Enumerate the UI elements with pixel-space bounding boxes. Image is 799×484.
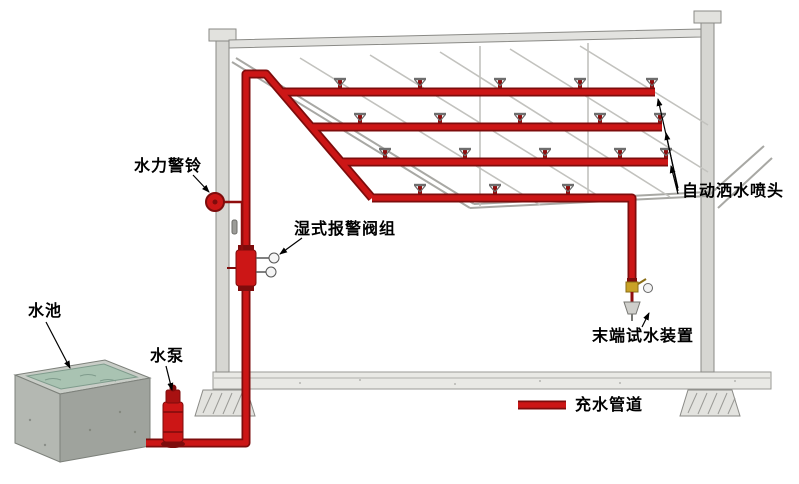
top-beam xyxy=(228,28,702,49)
piping xyxy=(146,69,668,448)
test-valve-icon xyxy=(625,281,639,293)
column-footing-left xyxy=(194,389,256,417)
end-test-device-assembly xyxy=(623,278,653,321)
pressure-gauge-icon xyxy=(265,266,277,278)
label-hydraulic-alarm-bell: 水力警铃 xyxy=(134,156,203,175)
label-end-test-device: 末端试水装置 xyxy=(592,326,695,345)
drain-funnel-icon xyxy=(623,301,641,315)
label-auto-sprinkler-heads: 自动洒水喷头 xyxy=(682,181,785,200)
leader-lines xyxy=(45,98,679,391)
pressure-gauge-icon xyxy=(643,283,653,293)
building-frame xyxy=(194,10,773,417)
wet-alarm-valve xyxy=(227,245,280,291)
column-footing-right xyxy=(679,389,741,417)
pump xyxy=(161,384,185,448)
label-legend-filled-pipe: 充水管道 xyxy=(575,395,644,414)
floor-slab xyxy=(212,371,772,390)
label-water-pump: 水泵 xyxy=(150,346,185,365)
label-water-pool: 水池 xyxy=(28,301,63,320)
label-wet-alarm-valve-group: 湿式报警阀组 xyxy=(294,219,397,238)
water-surface xyxy=(25,363,139,390)
pressure-gauge-icon xyxy=(268,252,280,264)
water-tank xyxy=(13,359,152,463)
alarm-bell xyxy=(205,192,244,250)
